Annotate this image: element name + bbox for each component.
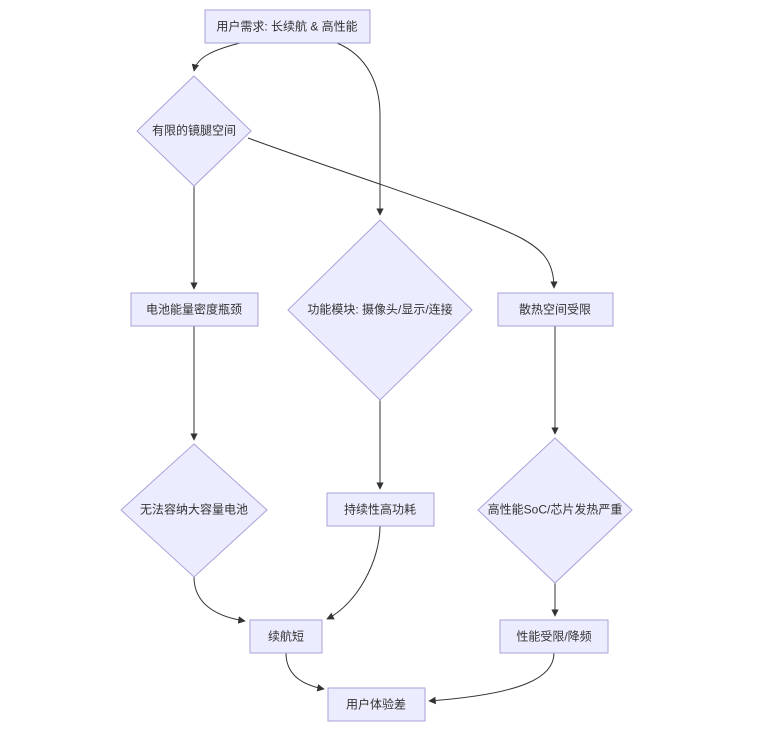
edge-temple-space-to-thermal-space <box>247 137 558 289</box>
edge-user-demand-to-temple-space <box>191 42 241 72</box>
edge-user-demand-to-function-modules <box>336 42 384 216</box>
node-sustained-high-power-shape <box>326 492 435 527</box>
edge-short-life-to-poor-experience <box>285 652 325 692</box>
node-soc-heating-shape <box>477 437 633 584</box>
edge-high-power-to-short-life <box>326 525 381 620</box>
node-poor-user-experience-shape <box>327 687 426 722</box>
node-thermal-space-limited-shape <box>497 292 614 327</box>
node-battery-energy-density-shape <box>130 292 259 327</box>
edge-throttling-to-poor-experience <box>428 652 555 705</box>
node-function-modules-shape <box>287 219 473 401</box>
node-performance-throttling-shape <box>499 619 609 654</box>
edge-large-battery-to-short-life <box>193 576 246 624</box>
node-short-battery-life-shape <box>249 619 323 654</box>
node-limited-temple-space-shape <box>136 75 252 187</box>
node-cannot-fit-large-battery-shape <box>120 443 268 578</box>
node-user-demand-shape <box>204 9 371 44</box>
